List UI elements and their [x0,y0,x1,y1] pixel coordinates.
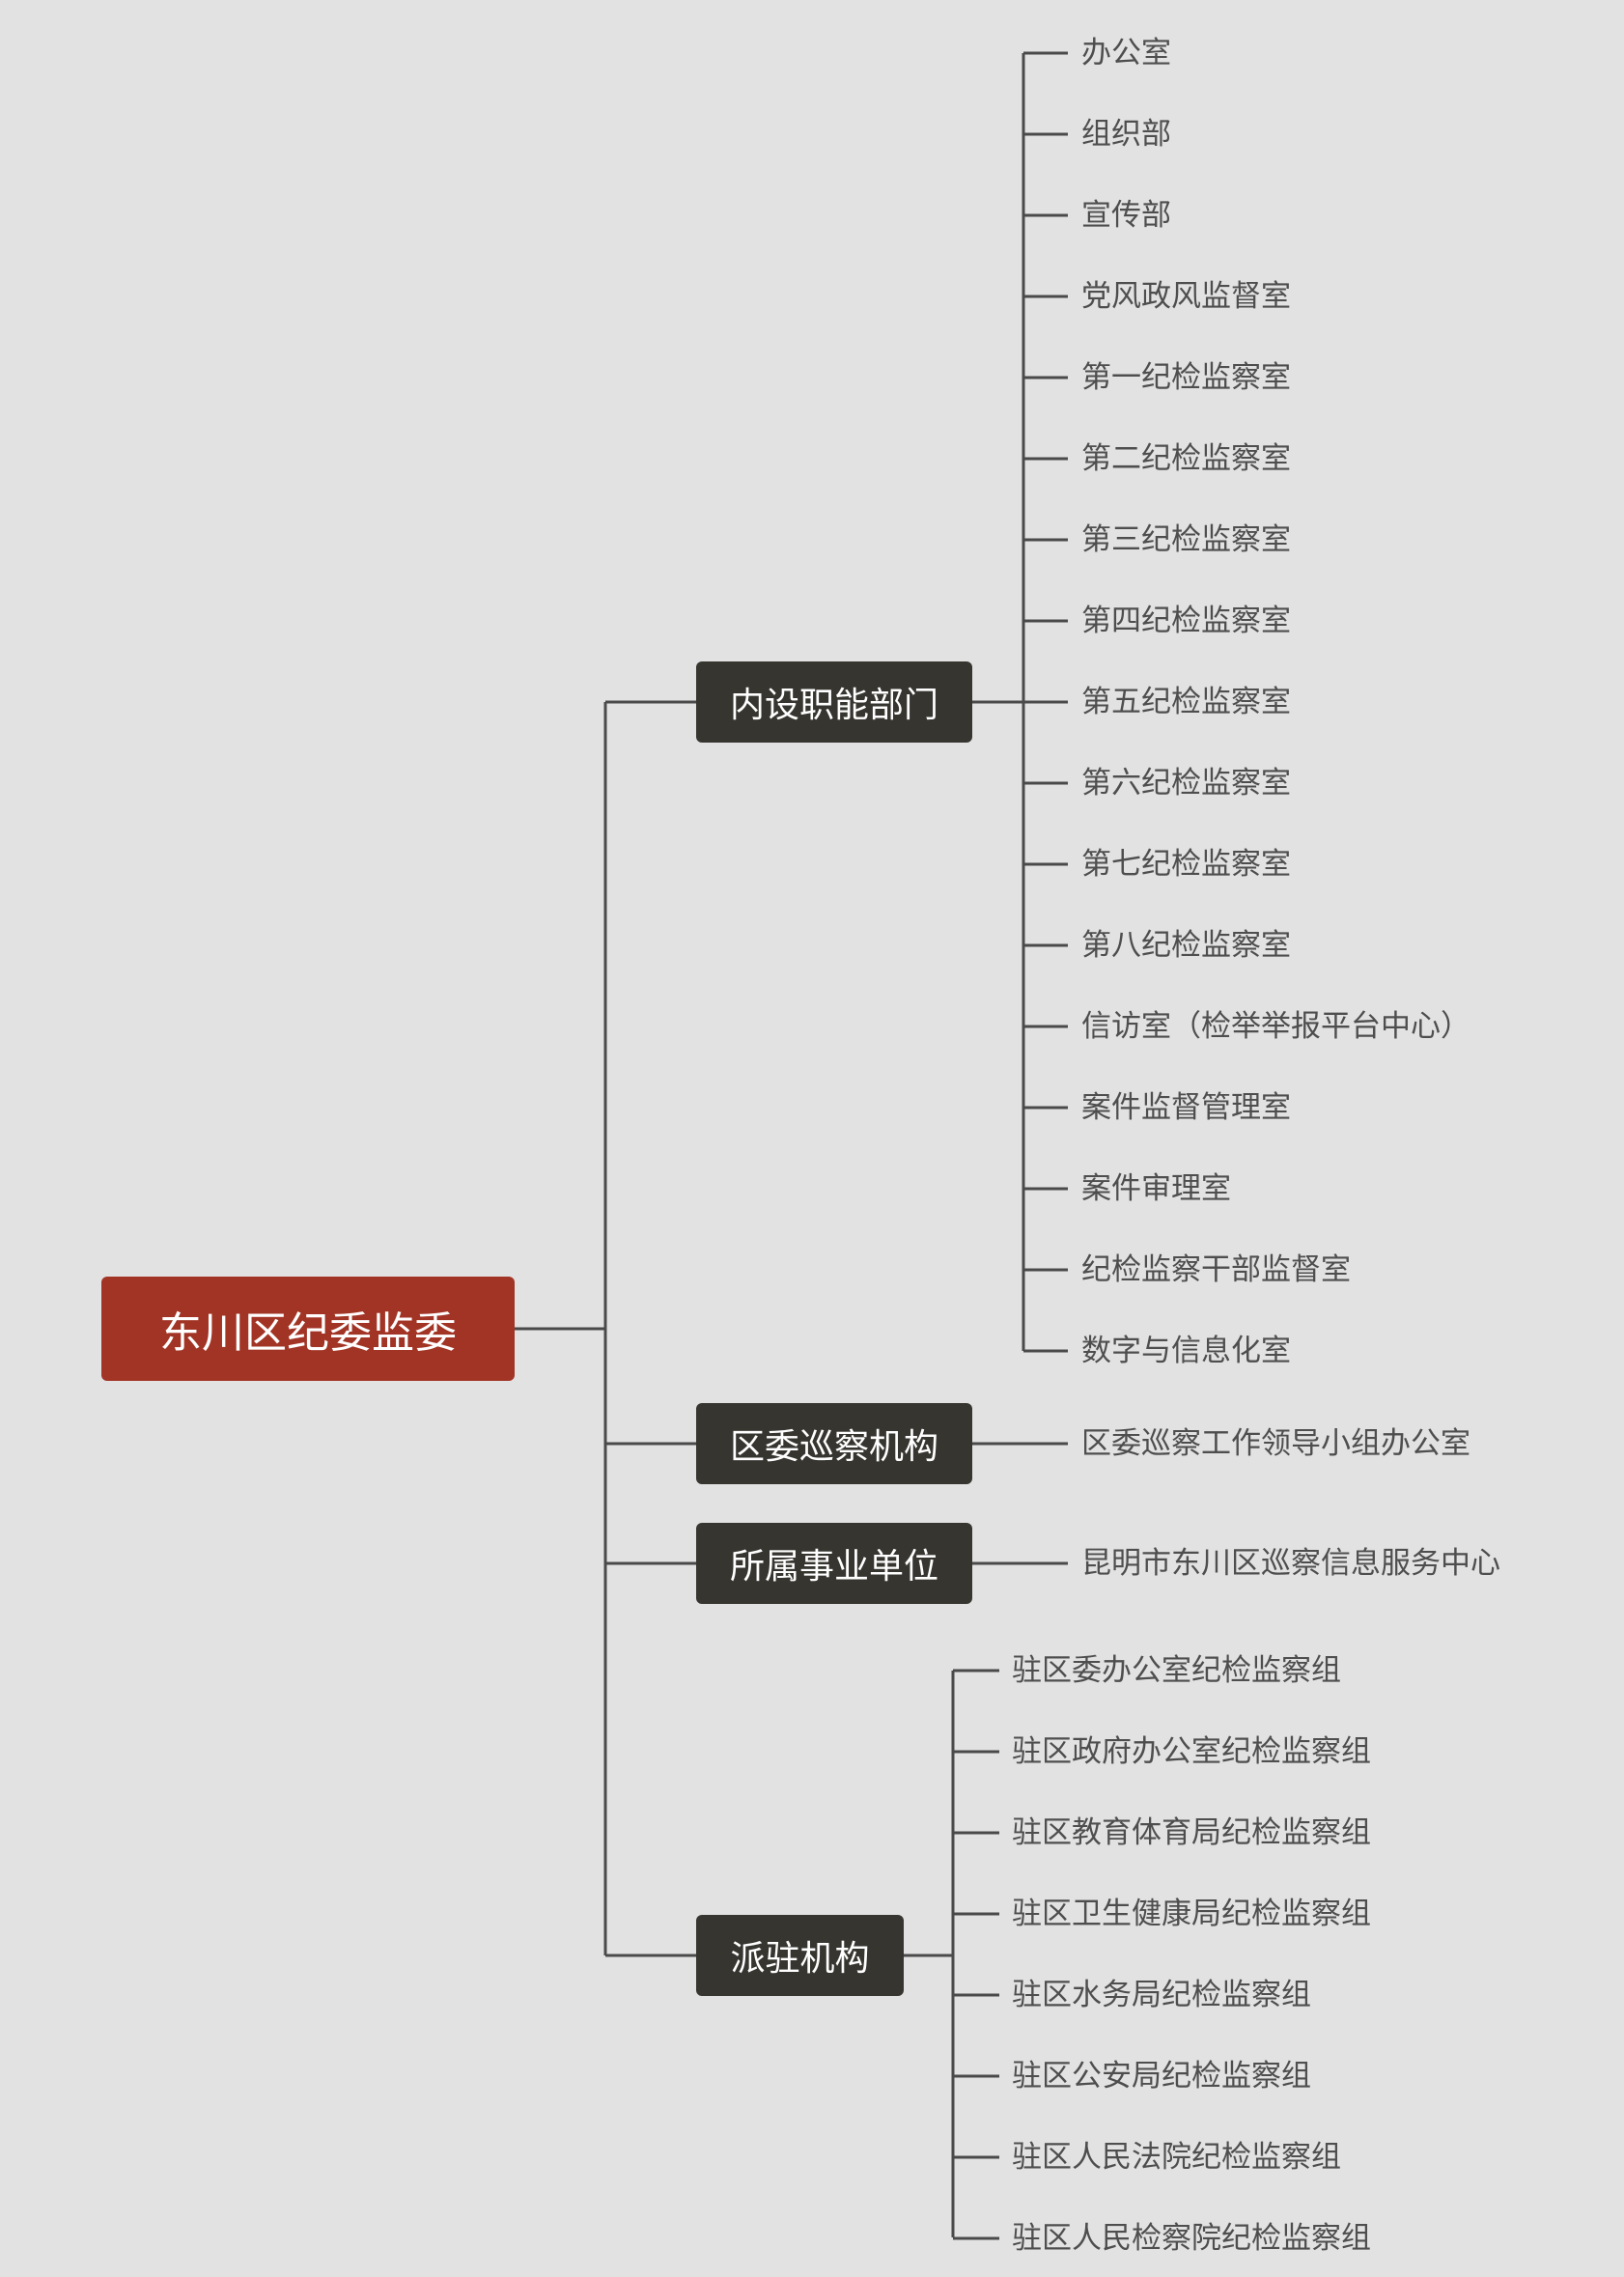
root-node: 东川区纪委监委 [101,1277,515,1381]
leaf-item: 驻区政府办公室纪检监察组 [1012,1734,1371,1769]
leaf-item: 驻区教育体育局纪检监察组 [1012,1815,1371,1850]
leaf-item: 区委巡察工作领导小组办公室 [1081,1426,1470,1461]
leaf-item: 宣传部 [1081,198,1171,233]
leaf-item: 驻区人民检察院纪检监察组 [1012,2221,1371,2256]
leaf-item: 第七纪检监察室 [1081,847,1291,882]
branch-node-affiliated-institution: 所属事业单位 [696,1523,972,1604]
leaf-item: 驻区人民法院纪检监察组 [1012,2140,1341,2175]
leaf-item: 办公室 [1081,36,1171,70]
branch-node-inspection-agency: 区委巡察机构 [696,1403,972,1484]
leaf-item: 第三纪检监察室 [1081,522,1291,557]
leaf-item: 第五纪检监察室 [1081,685,1291,719]
leaf-item: 案件监督管理室 [1081,1090,1291,1125]
leaf-item: 驻区公安局纪检监察组 [1012,2059,1311,2094]
leaf-item: 第四纪检监察室 [1081,604,1291,638]
leaf-item: 驻区卫生健康局纪检监察组 [1012,1897,1371,1931]
leaf-item: 第一纪检监察室 [1081,360,1291,395]
branch-4-leaf-connectors [953,1669,999,2240]
leaf-item: 第二纪检监察室 [1081,441,1291,476]
leaf-item: 组织部 [1081,117,1171,152]
leaf-item: 纪检监察干部监督室 [1081,1252,1351,1287]
leaf-item: 信访室（检举举报平台中心） [1081,1009,1470,1044]
leaf-item: 第六纪检监察室 [1081,766,1291,801]
leaf-item: 驻区委办公室纪检监察组 [1012,1653,1341,1688]
branch-node-internal-departments: 内设职能部门 [696,661,972,743]
leaf-item: 昆明市东川区巡察信息服务中心 [1081,1546,1500,1581]
leaf-item: 数字与信息化室 [1081,1334,1291,1368]
branch-1-leaf-connectors [1023,51,1068,1353]
leaf-item: 党风政风监督室 [1081,279,1291,314]
leaf-item: 案件审理室 [1081,1171,1231,1206]
branch-node-dispatched-agencies: 派驻机构 [696,1915,904,1996]
leaf-item: 第八纪检监察室 [1081,928,1291,963]
leaf-item: 驻区水务局纪检监察组 [1012,1978,1311,2012]
